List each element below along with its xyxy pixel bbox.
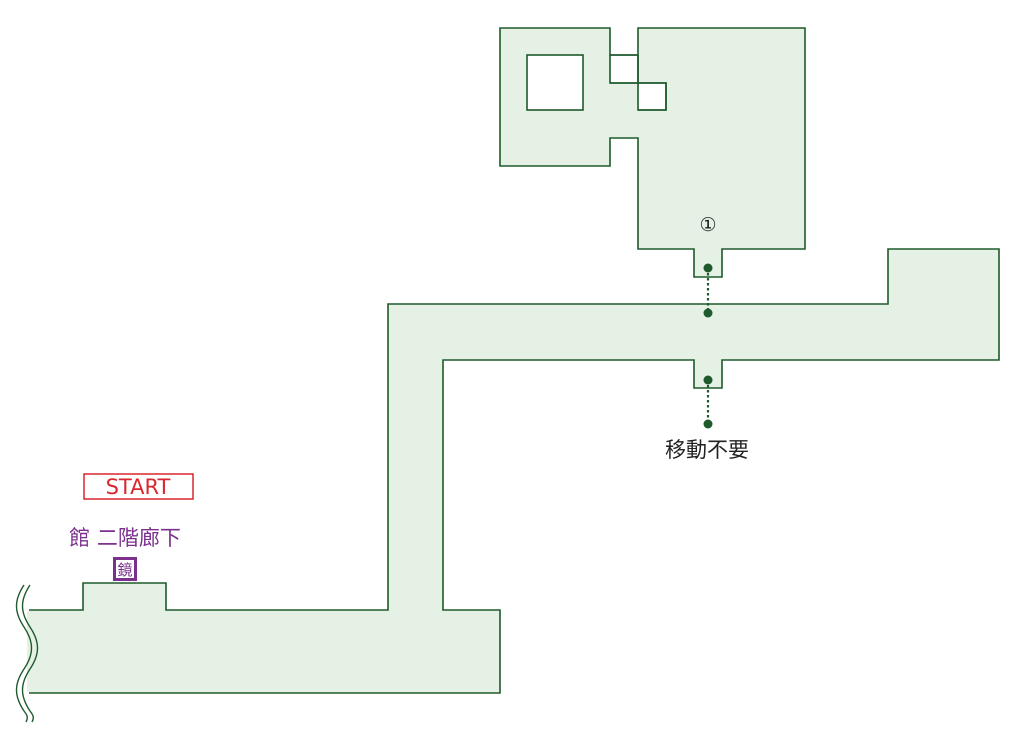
connector-dot-1b (703, 308, 713, 318)
marker-number: ① (699, 214, 716, 236)
note-label: 移動不要 (665, 438, 749, 462)
mirror-box-inner (116, 560, 134, 578)
upper-room-alcove-fill (611, 56, 637, 82)
connector-dot-1a (703, 263, 713, 273)
connector-dot-2b (703, 419, 713, 429)
upper-room-alcove2-fill (639, 84, 665, 109)
break-line-2 (21, 584, 39, 723)
mirror-label: 鏡 (117, 561, 132, 579)
connector-dot-2a (703, 375, 713, 385)
corridor (27, 248, 1000, 694)
start-box (83, 473, 194, 500)
upper-room-pillar (526, 54, 584, 111)
start-label: START (106, 475, 171, 499)
break-line-1 (15, 584, 33, 723)
location-label: 館 二階廊下 (69, 526, 181, 550)
